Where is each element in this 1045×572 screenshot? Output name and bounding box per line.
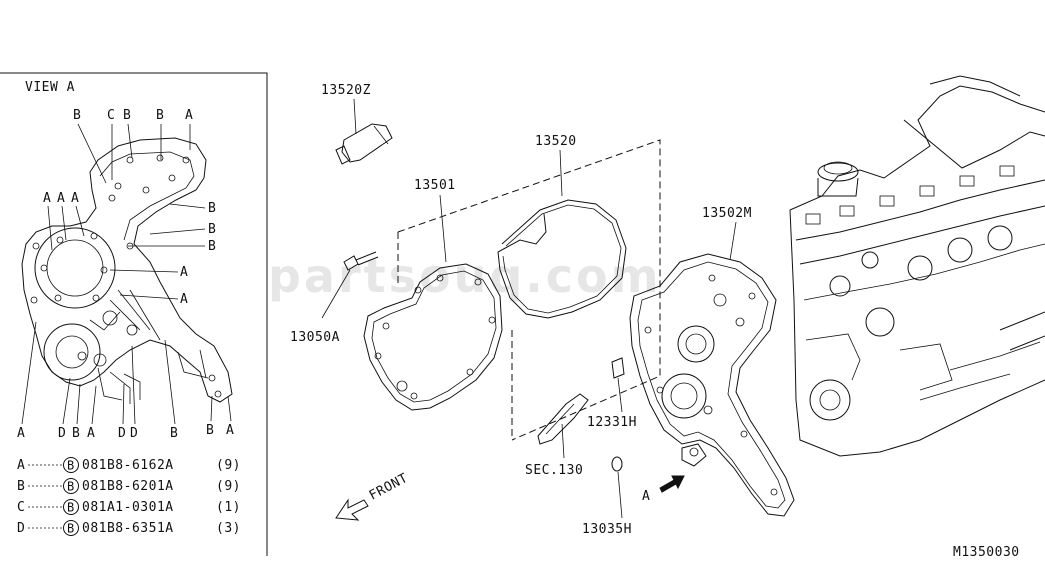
sealant-tube-icon <box>341 123 393 163</box>
view-a-bottom-label: B <box>72 426 80 441</box>
view-a-left-label: A <box>71 191 79 206</box>
view-a-top-label: B <box>123 108 131 123</box>
diagram-code: M1350030 <box>953 545 1020 560</box>
legend-row-a: A B 081B8-6162A (9) <box>17 457 241 473</box>
part-label-13050a: 13050A <box>290 330 340 345</box>
view-a-bottom-label: D <box>118 426 126 441</box>
view-a-top-label: B <box>156 108 164 123</box>
view-a-timing-gear <box>34 227 116 309</box>
view-a-bottom-label: D <box>58 426 66 441</box>
gasket-outline <box>497 199 627 319</box>
legend-qty: (1) <box>216 500 241 515</box>
view-a-bottom-label: A <box>87 426 95 441</box>
legend-bolt-symbol: B <box>67 459 75 473</box>
view-a-top-label: C <box>107 108 115 123</box>
view-a-right-label: B <box>208 222 216 237</box>
view-a-crank-seal <box>43 323 101 381</box>
legend-key: B <box>17 479 25 494</box>
part-label-12331h: 12331H <box>587 415 637 430</box>
legend-bolt-symbol: B <box>67 501 75 515</box>
view-a-right-label: B <box>208 239 216 254</box>
legend-part-number: 081A1-0301A <box>82 500 174 515</box>
view-a-bottom-label: B <box>170 426 178 441</box>
seal-ring-icon <box>611 456 623 472</box>
part-label-13501: 13501 <box>414 178 456 193</box>
front-cover-outline <box>363 263 503 411</box>
tensioner-icon <box>537 393 589 445</box>
view-a-bottom-label: A <box>226 423 234 438</box>
legend-part-number: 081B8-6162A <box>82 458 174 473</box>
rear-plate-outline <box>629 253 795 517</box>
front-arrow-icon <box>335 498 369 521</box>
view-a-top-label: A <box>185 108 193 123</box>
view-a-bottom-label: A <box>17 426 25 441</box>
part-12331h-dowel[interactable]: 12331H <box>587 357 637 430</box>
part-13502m-plate[interactable]: 13502M <box>629 206 795 517</box>
view-a-left-label: A <box>43 191 51 206</box>
engine-block-illustration <box>789 75 1045 457</box>
legend-bolt-symbol: B <box>67 522 75 536</box>
front-indicator: FRONT <box>335 471 411 521</box>
arrow-a-icon <box>659 475 685 493</box>
view-a-cover-outline <box>21 137 233 403</box>
view-a-bolt-holes <box>30 154 222 398</box>
sec130-reference[interactable]: SEC.130 <box>525 393 589 478</box>
view-a-right-label: B <box>208 201 216 216</box>
part-label-13035h: 13035H <box>582 522 632 537</box>
part-label-13520: 13520 <box>535 134 577 149</box>
view-a-right-label: A <box>180 265 188 280</box>
part-label-13520z: 13520Z <box>321 83 371 98</box>
view-a-bottom-label: D <box>130 426 138 441</box>
legend-row-b: B B 081B8-6201A (9) <box>17 478 241 494</box>
legend-qty: (9) <box>216 458 241 473</box>
front-label: FRONT <box>367 471 411 504</box>
view-a-right-label: A <box>180 292 188 307</box>
view-a-bottom-label: B <box>206 423 214 438</box>
legend-row-c: C B 081A1-0301A (1) <box>17 499 241 515</box>
legend-key: A <box>17 458 25 473</box>
legend-key: C <box>17 500 25 515</box>
arrow-a-label: A <box>642 489 650 504</box>
part-13501-cover[interactable]: 13501 <box>363 178 503 411</box>
legend-part-number: 081B8-6201A <box>82 479 174 494</box>
part-label-13502m: 13502M <box>702 206 752 221</box>
sec130-label: SEC.130 <box>525 463 583 478</box>
legend-part-number: 081B8-6351A <box>82 521 174 536</box>
part-13520-gasket[interactable]: 13520 <box>497 134 627 319</box>
legend-key: D <box>17 521 25 536</box>
assembly-guide <box>397 139 661 441</box>
view-a-title: VIEW A <box>25 80 75 95</box>
legend-qty: (3) <box>216 521 241 536</box>
oil-cap-icon <box>817 162 859 182</box>
legend-bolt-symbol: B <box>67 480 75 494</box>
view-a-left-label: A <box>57 191 65 206</box>
view-a-frame <box>0 72 268 556</box>
part-13050a-bolt[interactable]: 13050A <box>290 251 379 345</box>
dowel-icon <box>611 357 625 379</box>
watermark: partsouq.com <box>268 249 662 303</box>
view-a-top-label: B <box>73 108 81 123</box>
view-a-panel: VIEW A B C B B A A A A B B B A A <box>0 72 268 556</box>
part-13035h-seal[interactable]: 13035H <box>582 456 632 537</box>
legend-row-d: D B 081B8-6351A (3) <box>17 520 241 536</box>
view-a-arrow: A <box>642 475 685 504</box>
part-13520z-sealant[interactable]: 13520Z <box>321 83 393 165</box>
legend-qty: (9) <box>216 479 241 494</box>
legend: A B 081B8-6162A (9) B B 081B8-6201A (9) … <box>17 457 241 536</box>
bolt-icon <box>343 255 359 271</box>
